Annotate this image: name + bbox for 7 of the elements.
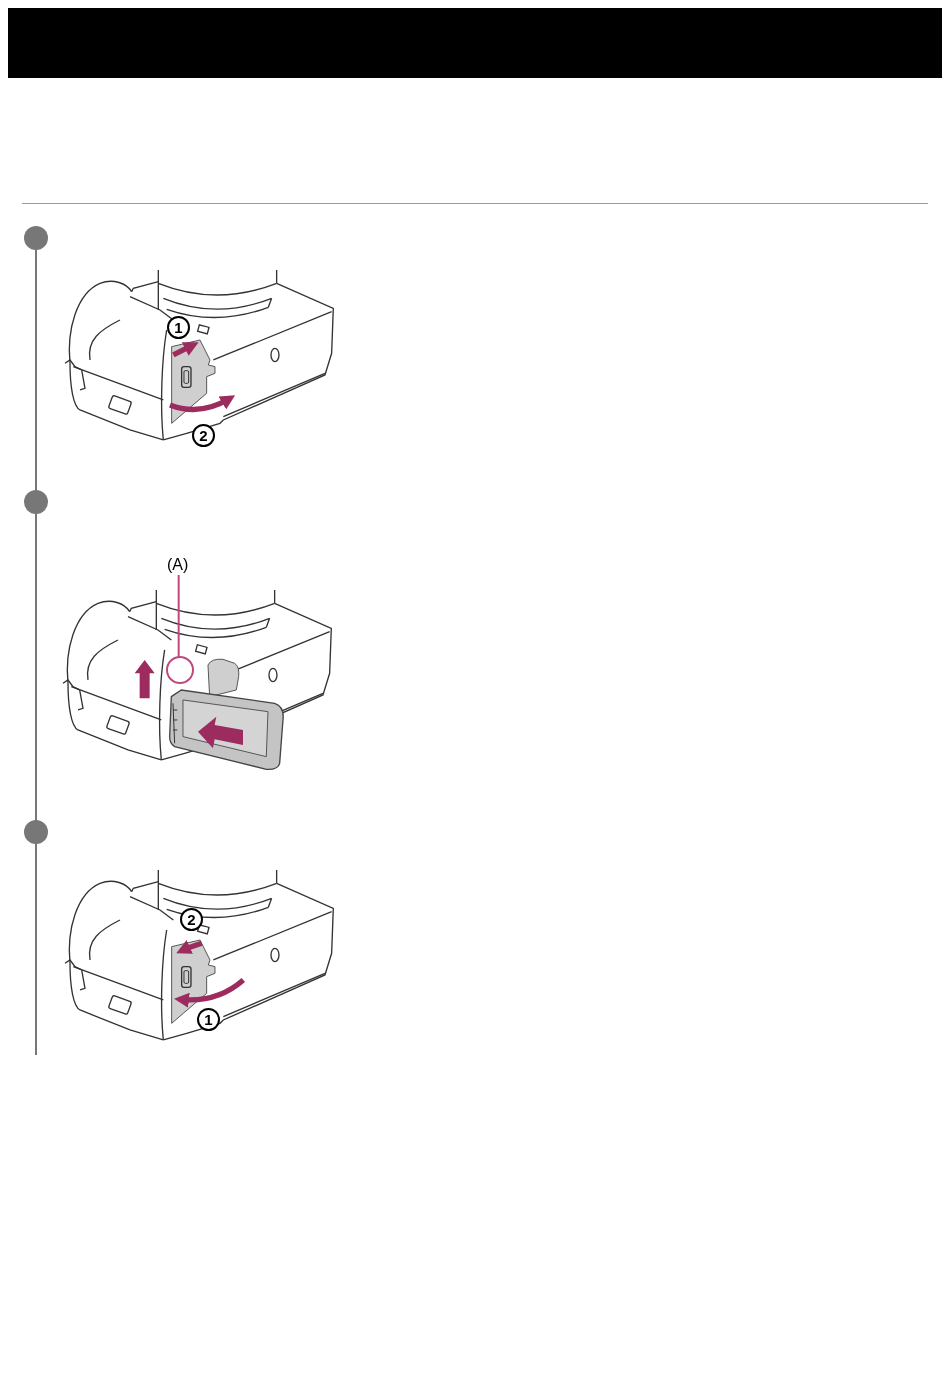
callout-number: 2 [192,424,215,447]
leader-line [177,574,180,658]
callout-number: 1 [167,316,190,339]
callout-label: (A) [167,556,189,574]
highlight-circle [166,656,194,684]
callout-number: 2 [180,908,203,931]
callout-number: 1 [197,1008,220,1031]
